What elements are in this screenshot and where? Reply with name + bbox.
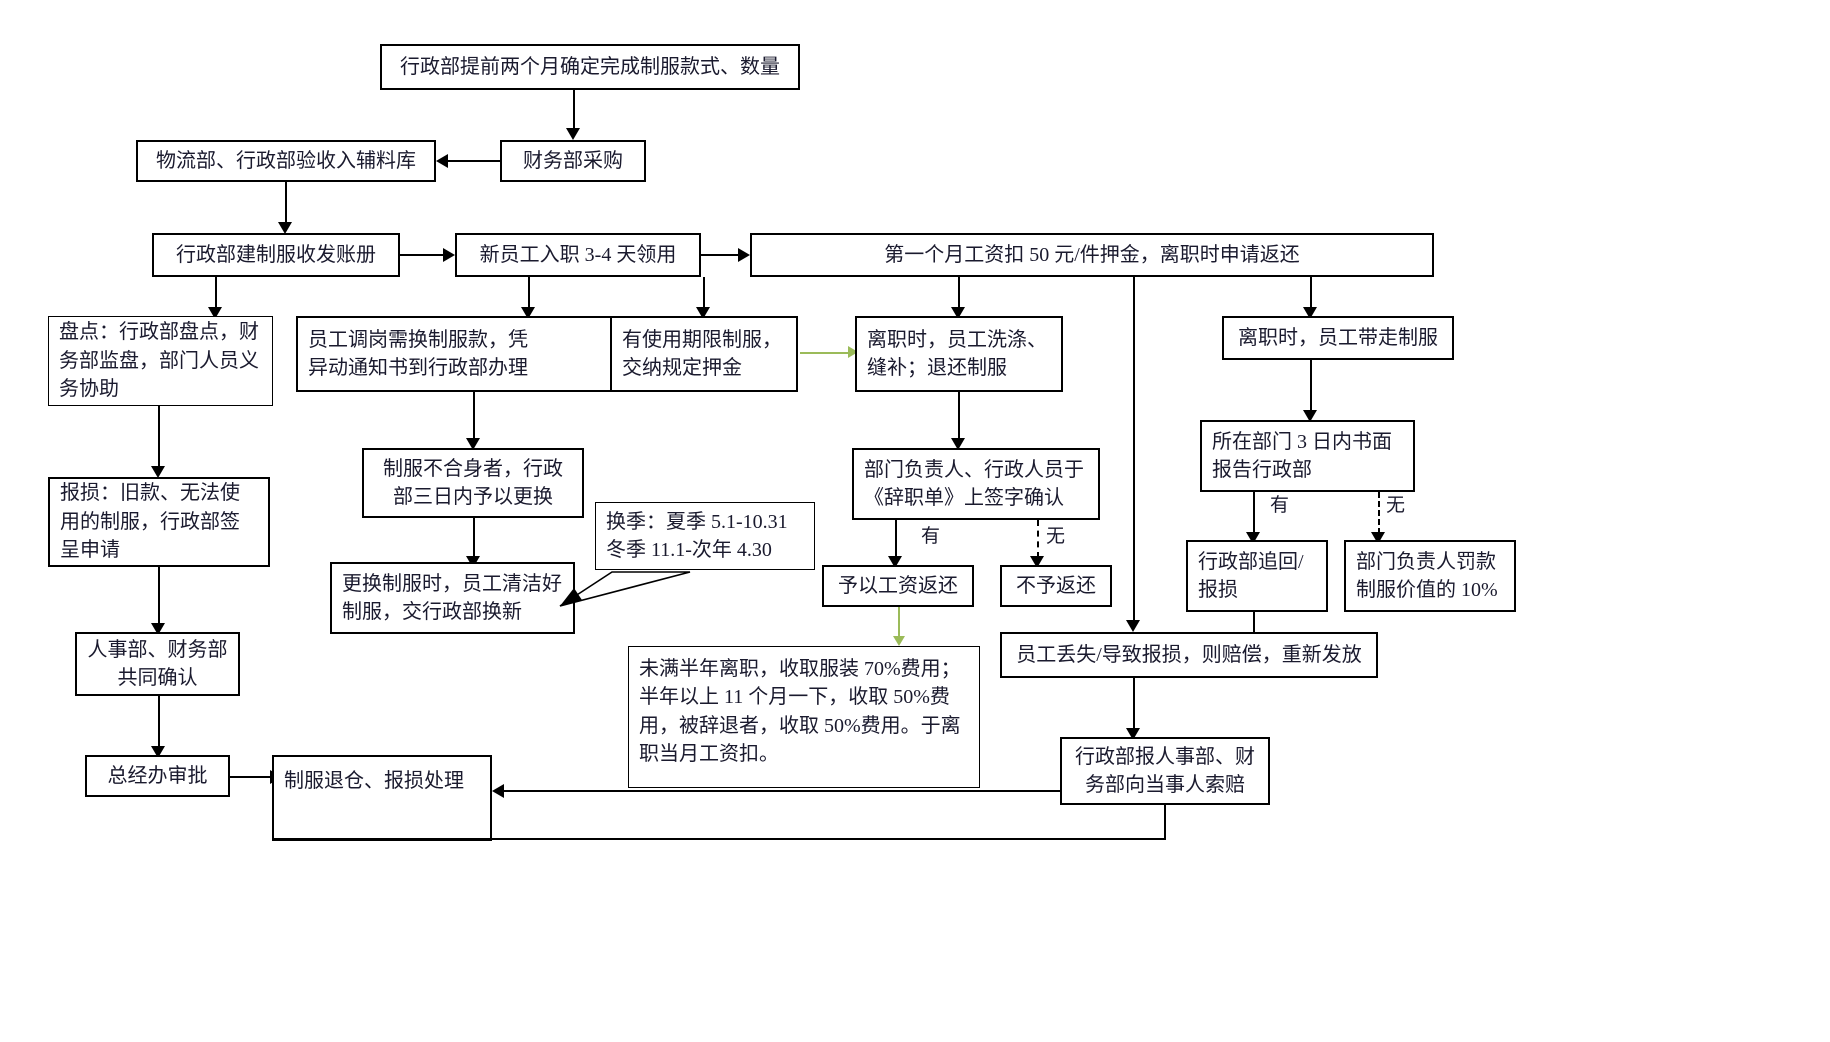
node-inventory[interactable]: 盘点：行政部盘点，财 务部监盘，部门人员义 务协助 [48,316,273,406]
edge-gm-to-returnscrap [230,776,270,778]
green-edge-timelimit-to-resignwash [800,352,848,354]
node-refund-no[interactable]: 不予返还 [1000,565,1112,607]
edge-notfit-to-clean [473,518,475,558]
node-loss-compensate[interactable]: 员工丢失/导致报损，则赔偿，重新发放 [1000,632,1378,678]
green-arrowhead-refundyes-to-feerules [893,636,905,646]
arrowhead-purchase-to-receive [436,154,448,168]
edge-adminrecover-to-loss [1253,612,1255,632]
node-admin-recover[interactable]: 行政部追回/ 报损 [1186,540,1328,612]
arrowhead-transfer-to-notfit [466,438,480,450]
season-callout-tail [559,560,840,616]
node-deposit[interactable]: 第一个月工资扣 50 元/件押金，离职时申请返还 [750,233,1434,277]
green-arrowhead-timelimit-to-resignwash [848,346,858,358]
edge-loss-to-claim [1133,678,1135,730]
node-claim[interactable]: 行政部报人事部、财 务部向当事人索赔 [1060,737,1270,805]
node-clean-exchange[interactable]: 更换制服时，员工清洁好 制服，交行政部换新 [330,562,575,634]
edge-claim-to-returnscrap-upper [504,790,1060,792]
edge-ledger-to-inventory [215,277,217,309]
node-receive[interactable]: 物流部、行政部验收入辅料库 [136,140,436,182]
node-new-hire[interactable]: 新员工入职 3-4 天领用 [455,233,701,277]
edge-receive-to-ledger [285,182,287,224]
edge-hrfin-to-gm [158,696,160,748]
edge-bottomloop-down [1164,805,1166,840]
edge-deposit-to-loss [1133,277,1135,622]
node-resign-wash[interactable]: 离职时，员工洗涤、 缝补；退还制服 [855,316,1063,392]
arrowhead-inventory-to-scrap [151,466,165,478]
node-time-limit[interactable]: 有使用期限制服， 交纳规定押金 [610,316,798,392]
edge-dept-no [1378,492,1380,534]
edge-scrap-to-hrfin [158,567,160,625]
node-return-scrap-handle[interactable]: 制服退仓、报损处理 [272,755,492,841]
node-purchase[interactable]: 财务部采购 [500,140,646,182]
edge-ledger-to-newhire [400,254,443,256]
arrowhead-plan-to-purchase [566,128,580,140]
node-season[interactable]: 换季：夏季 5.1-10.31 冬季 11.1-次年 4.30 [595,502,815,570]
node-plan[interactable]: 行政部提前两个月确定完成制服款式、数量 [380,44,800,90]
edge-sign-no [1037,520,1039,558]
edge-deposit-to-timelimit [703,277,705,309]
edge-label-sign-yes: 有 [921,526,941,547]
edge-purchase-to-receive [448,160,500,162]
node-dept-penalty[interactable]: 部门负责人罚款 制服价值的 10% [1344,540,1516,612]
edge-sign-yes [895,520,897,558]
node-hr-fin-confirm[interactable]: 人事部、财务部 共同确认 [75,632,240,696]
node-transfer[interactable]: 员工调岗需换制服款，凭 异动通知书到行政部办理 [296,316,659,392]
node-gm-approval[interactable]: 总经办审批 [85,755,230,797]
edge-bottomloop-across [272,838,1166,840]
node-scrap[interactable]: 报损：旧款、无法使 用的制服，行政部签 呈申请 [48,477,270,567]
edge-label-sign-no: 无 [1046,526,1066,547]
arrowhead-claim-to-returnscrap-upper [492,784,504,798]
edge-deposit-to-resignwash [958,277,960,309]
edge-newhire-to-deposit [701,254,738,256]
arrowhead-ledger-to-newhire [443,248,455,262]
node-fee-rules[interactable]: 未满半年离职，收取服装 70%费用； 半年以上 11 个月一下，收取 50%费 … [628,646,980,788]
edge-label-dept-no: 无 [1386,495,1406,516]
edge-label-dept-yes: 有 [1270,495,1290,516]
arrowhead-resigntake-to-deptreport [1303,410,1317,422]
edge-deposit-to-resigntake [1310,277,1312,309]
node-dept-report[interactable]: 所在部门 3 日内书面 报告行政部 [1200,420,1415,492]
arrowhead-receive-to-ledger [278,222,292,234]
edge-bottomloop-left-riser [272,755,274,839]
edge-newhire-to-transfer [528,277,530,309]
arrowhead-newhire-to-deposit [738,248,750,262]
arrowhead-resignwash-to-sign [951,438,965,450]
edge-inventory-to-scrap [158,406,160,468]
edge-transfer-to-notfit [473,392,475,440]
node-resign-take[interactable]: 离职时，员工带走制服 [1222,316,1454,360]
edge-dept-yes [1253,492,1255,534]
edge-resignwash-to-sign [958,392,960,440]
edge-resigntake-to-deptreport [1310,360,1312,412]
node-refund-yes[interactable]: 予以工资返还 [822,565,974,607]
edge-bottomloop-right-riser [490,838,492,840]
node-ledger[interactable]: 行政部建制服收发账册 [152,233,400,277]
arrowhead-deposit-to-loss [1126,620,1140,632]
green-edge-refundyes-to-feerules [898,607,900,637]
edge-plan-to-purchase [573,90,575,132]
node-not-fit[interactable]: 制服不合身者，行政 部三日内予以更换 [362,448,584,518]
node-sign-confirm[interactable]: 部门负责人、行政人员于 《辞职单》上签字确认 [852,448,1100,520]
